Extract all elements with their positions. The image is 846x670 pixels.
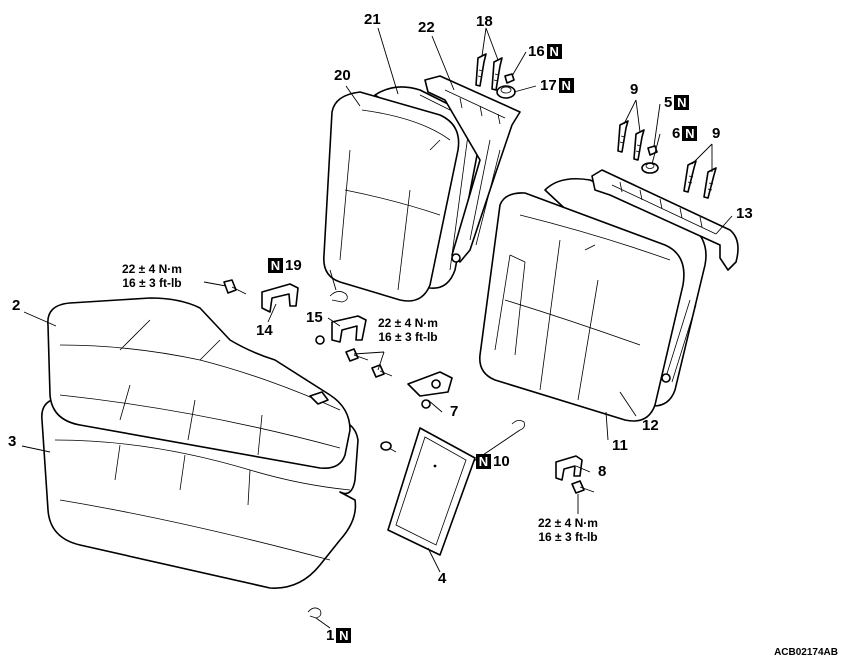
- seatback-left-frame-22: [424, 75, 521, 263]
- bracket-8: [555, 455, 583, 481]
- torque-spec-14: 22 ± 4 N·m 16 ± 3 ft-lb: [122, 262, 182, 290]
- clip-10: [511, 420, 525, 431]
- nut-16: [504, 73, 515, 84]
- screw-4: [380, 441, 397, 453]
- panel-4: [387, 427, 476, 556]
- new-part-mark: N: [682, 126, 698, 141]
- clip-1: [307, 607, 322, 619]
- new-part-mark: N: [546, 44, 562, 59]
- callout-9-left: 9: [630, 81, 639, 98]
- bracket-15: [315, 315, 367, 345]
- seatback-right-trim-11: [478, 192, 685, 422]
- callout-20: 20: [334, 67, 351, 84]
- bolt-8: [571, 480, 595, 494]
- latch-7: [407, 371, 453, 409]
- torque-spec-8: 22 ± 4 N·m 16 ± 3 ft-lb: [538, 516, 598, 544]
- torque-spec-15: 22 ± 4 N·m 16 ± 3 ft-lb: [378, 316, 438, 344]
- callout-11: 11: [612, 437, 628, 454]
- callout-15: 15: [306, 309, 323, 326]
- new-part-mark: N: [336, 628, 352, 643]
- new-part-mark: N: [476, 454, 491, 469]
- seatback-left-trim-20: [323, 91, 460, 302]
- bolt-9-right: [683, 160, 717, 199]
- seat-cushion-trim-2: [47, 297, 351, 470]
- bolt-14: [223, 279, 247, 295]
- leader-lines: [21, 27, 733, 629]
- callout-21: 21: [364, 11, 381, 28]
- bolt-9-left: [617, 120, 645, 161]
- callout-13: 13: [736, 205, 753, 222]
- callout-22: 22: [418, 19, 435, 36]
- callout-2: 2: [12, 297, 21, 314]
- diagram-code: ACB02174AB: [774, 647, 838, 658]
- callout-9-right: 9: [712, 125, 721, 142]
- callout-3: 3: [8, 433, 17, 450]
- callout-8: 8: [598, 463, 607, 480]
- callout-18: 18: [476, 13, 493, 30]
- nut-6: [641, 162, 659, 174]
- nut-17: [496, 85, 516, 99]
- bolt-18: [475, 53, 503, 91]
- callout-12: 12: [642, 417, 659, 434]
- new-part-mark: N: [674, 95, 690, 110]
- clip-19: [329, 291, 348, 303]
- callout-4: 4: [438, 570, 447, 587]
- callout-7: 7: [450, 403, 459, 420]
- bolt-15: [345, 348, 393, 378]
- seatback-right-frame-13: [591, 169, 739, 383]
- callout-14: 14: [256, 322, 273, 339]
- new-part-mark: N: [558, 78, 574, 93]
- bracket-14: [261, 283, 299, 313]
- new-part-mark: N: [268, 258, 283, 273]
